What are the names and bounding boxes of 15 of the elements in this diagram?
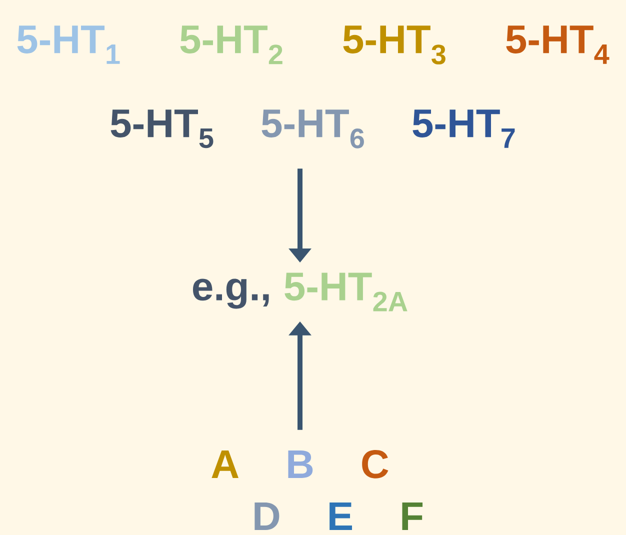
letter-label: F — [402, 502, 423, 530]
example-label: e.g., — [192, 278, 269, 309]
receptor-label: 5-HT$_{1}$ — [17, 26, 120, 64]
receptor-label: 5-HT$_{4}$ — [506, 26, 610, 64]
letter-label: D — [254, 502, 280, 530]
receptor-label: 5-HT$_{7}$ — [412, 110, 515, 148]
receptor-label: 5-HT$_{3}$ — [343, 26, 446, 64]
example-label: 5-HT$_{2A}$ — [284, 272, 408, 312]
letter-label: E — [330, 502, 352, 530]
receptor-label: 5-HT$_{2}$ — [180, 26, 282, 64]
receptor-label: 5-HT$_{6}$ — [262, 110, 364, 148]
letter-label: C — [362, 450, 388, 478]
letter-label: A — [212, 450, 238, 478]
receptor-label: 5-HT$_{5}$ — [110, 110, 214, 148]
letter-label: B — [288, 450, 313, 478]
